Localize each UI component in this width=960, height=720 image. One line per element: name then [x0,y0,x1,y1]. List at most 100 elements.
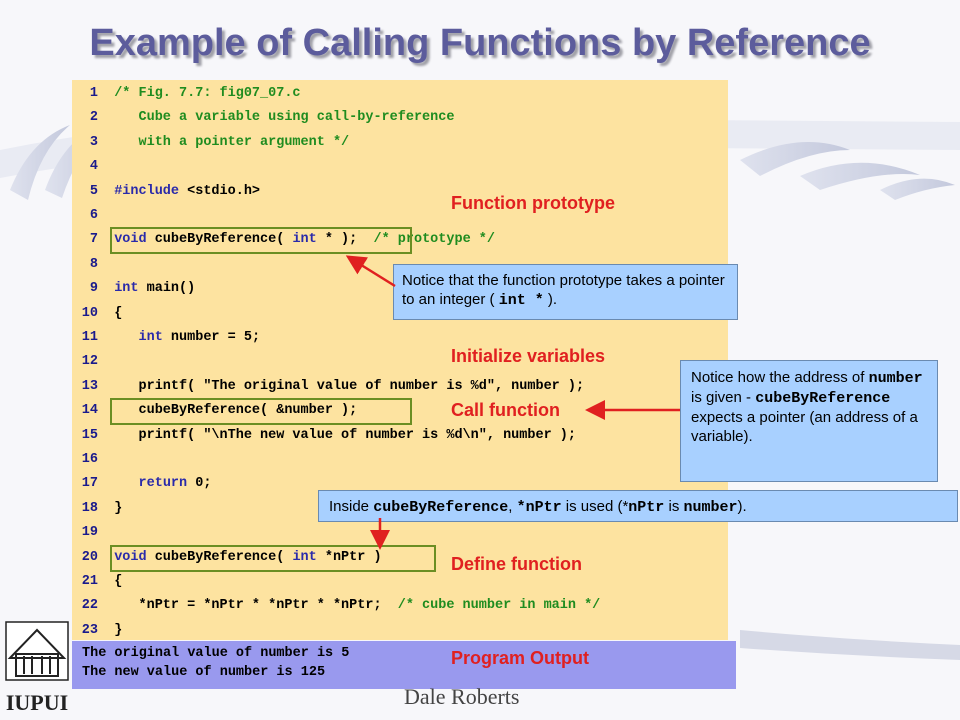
code-segment: int [114,281,139,297]
code-line: 8 [72,253,114,277]
callout-inside-text-1: Inside [329,498,374,515]
callout-inside-text-5: ). [737,498,747,515]
line-number: 7 [89,232,98,248]
code-line: 10 { [72,302,123,326]
code-segment: return [138,476,188,492]
line-number: 11 [81,330,98,345]
code-line: 19 [72,521,114,545]
line-number: 17 [81,476,98,492]
line-number: 10 [81,305,98,321]
code-line: 13 printf( "The original value of number… [72,375,584,399]
code-segment [114,476,138,491]
output-line-2: The new value of number is 125 [82,665,326,680]
code-line: 18 } [72,497,123,521]
callout-inside-note: Inside cubeByReference, *nPtr is used (*… [318,490,958,522]
output-panel [72,641,736,689]
code-segment: void [114,549,147,565]
code-segment: int [292,232,317,248]
code-segment: with a pointer argument */ [114,134,350,150]
code-line: 17 return 0; [72,472,212,496]
code-segment: * ); [316,232,374,248]
code-line: 11 int number = 5; [72,326,260,350]
callout-address-code-1: number [868,370,923,387]
definition-highlight-box [110,545,436,572]
line-number: 2 [89,110,98,126]
code-line: 5 #include <stdio.h> [72,180,260,204]
code-line: 20 void cubeByReference( int *nPtr ) [72,546,382,570]
line-number: 21 [81,574,98,589]
label-initialize-variables: Initialize variables [451,346,606,366]
line-number: 6 [89,208,98,223]
line-number: 13 [81,378,98,394]
code-segment: int [292,549,317,565]
code-line: 9 int main() [72,277,195,301]
code-line: 15 printf( "\nThe new value of number is… [72,424,576,448]
code-line: 2 Cube a variable using call-by-referenc… [72,106,455,130]
code-line: 16 [72,448,114,472]
line-number: 18 [81,500,98,516]
code-segment: { [114,574,123,589]
label-function-prototype: Function prototype [451,193,615,213]
code-segment [114,330,138,345]
line-number: 12 [81,354,98,370]
callout-prototype-text-1: Notice that the function prototype takes… [402,272,725,308]
code-segment: cubeByReference( [146,232,293,248]
line-number: 14 [81,403,98,419]
label-program-output: Program Output [451,648,589,668]
code-segment: number = 5; [162,330,261,345]
code-line: 4 [72,155,114,179]
code-line: 1 /* Fig. 7.7: fig07_07.c [72,82,301,106]
line-number: 1 [89,86,98,101]
logo-text: IUPUI [6,690,68,715]
output-line-1: The original value of number is 5 [82,646,350,661]
callout-address-text-3: expects a pointer (an address of a varia… [691,409,918,445]
code-line: 22 *nPtr = *nPtr * *nPtr * *nPtr; /* cub… [72,594,601,618]
code-segment: /* prototype */ [373,232,495,248]
code-segment: printf( "\nThe new value of number is %d… [114,427,576,443]
line-number: 9 [89,281,98,297]
line-number: 8 [89,256,98,272]
callout-prototype-text-2: ). [543,291,558,308]
label-call-function: Call function [451,400,560,420]
code-segment: /* Fig. 7.7: fig07_07.c [114,86,301,101]
code-line: 3 with a pointer argument */ [72,131,349,155]
code-segment: *nPtr ) [316,549,382,565]
callout-inside-code-1: cubeByReference [373,499,509,516]
code-line: 7 void cubeByReference( int * ); /* prot… [72,228,495,252]
callout-address-note: Notice how the address of number is give… [680,360,938,482]
code-segment: *nPtr = *nPtr * *nPtr * *nPtr; [114,598,398,614]
callout-inside-code-3: nPtr [628,499,665,516]
line-number: 16 [81,452,98,467]
code-segment: <stdio.h> [187,183,261,199]
callout-inside-text-2: , [508,498,517,515]
code-line: 23 } [72,619,123,643]
code-segment: { [114,305,123,321]
prototype-highlight-box [110,227,412,254]
callout-inside-text-4: is [664,498,684,515]
callout-inside-code-4: number [683,499,738,516]
line-number: 5 [89,183,98,199]
line-number: 4 [89,159,98,175]
code-segment: printf( "The original value of number is… [114,378,585,394]
callout-inside-text-3: is used (* [561,498,629,515]
code-segment: } [114,500,123,516]
code-segment: 0; [187,476,212,492]
label-define-function: Define function [451,554,582,574]
line-number: 23 [81,622,98,638]
code-segment: void [114,232,147,248]
code-line: 21 { [72,570,123,594]
code-segment: int [138,330,163,345]
code-segment: #include [114,183,188,199]
code-segment: cubeByReference( [146,549,293,565]
callout-address-text-1: Notice how the address of [691,369,869,386]
iupui-logo-icon: IUPUI [5,621,69,715]
line-number: 3 [89,134,98,150]
callout-prototype-code: int * [498,292,544,309]
code-segment: } [114,622,123,638]
line-number: 20 [81,549,98,565]
callout-prototype-note: Notice that the function prototype takes… [393,264,738,320]
callout-address-code-2: cubeByReference [755,390,891,407]
code-segment: /* cube number in main */ [397,598,601,614]
callout-inside-code-2: *nPtr [516,499,562,516]
code-segment: main() [138,281,196,297]
